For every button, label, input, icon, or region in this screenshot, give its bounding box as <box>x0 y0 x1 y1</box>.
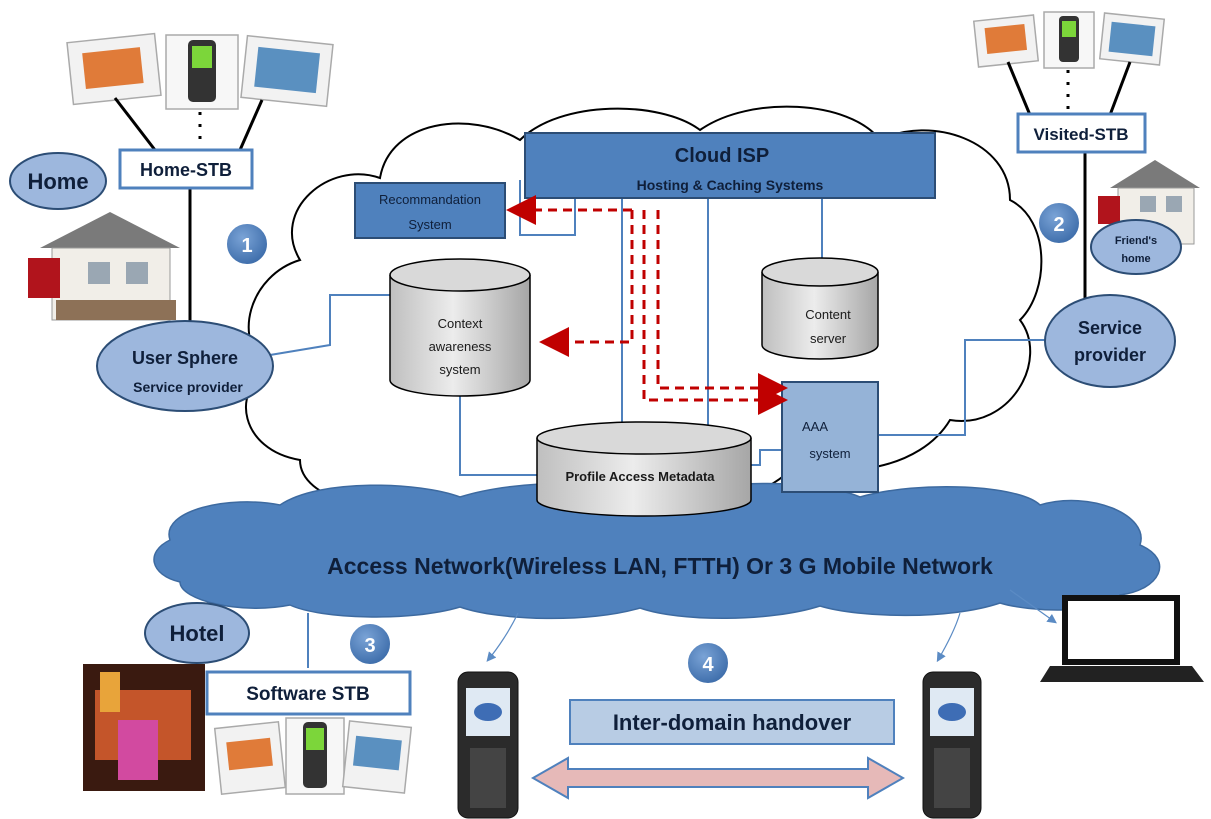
home-label: Home <box>27 169 88 194</box>
house-icon <box>28 212 180 321</box>
service-provider-line1: Service <box>1078 318 1142 338</box>
phone-device-icon <box>1043 11 1095 69</box>
tablet-icon <box>341 720 413 794</box>
home-stb-label: Home-STB <box>140 160 232 180</box>
context-label-line1: Context <box>438 316 483 331</box>
tv-icon <box>972 14 1040 68</box>
hotel-label: Hotel <box>170 621 225 646</box>
service-provider-ellipse: Service provider <box>1044 294 1176 388</box>
phone-device-icon <box>285 717 345 795</box>
marker-4-label: 4 <box>702 654 714 676</box>
dashed-flow-arrows <box>506 195 788 415</box>
context-label-line3: system <box>439 362 480 377</box>
aaa-system-box: AAA system <box>781 381 879 493</box>
marker-1-label: 1 <box>241 235 252 257</box>
software-stb-box: Software STB <box>205 670 412 716</box>
tv-icon <box>66 32 162 106</box>
marker-2-label: 2 <box>1053 214 1064 236</box>
friends-home-line2: home <box>1121 253 1150 265</box>
user-sphere-line1: User Sphere <box>132 348 238 368</box>
home-stb-box: Home-STB <box>118 148 254 190</box>
context-awareness-cylinder: Context awareness system <box>389 258 531 397</box>
hotel-label-ellipse: Hotel <box>144 602 250 664</box>
friends-home-line1: Friend's <box>1115 235 1157 247</box>
tv-icon <box>213 721 287 795</box>
recommendation-label-line2: System <box>408 217 451 232</box>
marker-3: 3 <box>348 622 392 666</box>
access-network-label: Access Network(Wireless LAN, FTTH) Or 3 … <box>327 553 993 579</box>
mobile-phone-right <box>922 671 982 819</box>
context-label-line2: awareness <box>429 339 492 354</box>
aaa-label-line2: system <box>809 446 850 461</box>
marker-3-label: 3 <box>364 635 375 657</box>
user-sphere-ellipse: User Sphere Service provider <box>96 320 274 412</box>
profile-metadata-label: Profile Access Metadata <box>565 469 715 484</box>
profile-metadata-cylinder: Profile Access Metadata <box>536 421 752 517</box>
handover-double-arrow <box>530 756 906 800</box>
visited-stb-label: Visited-STB <box>1033 125 1128 144</box>
tablet-icon <box>240 34 334 108</box>
access-network-cloud: Access Network(Wireless LAN, FTTH) Or 3 … <box>153 482 1161 620</box>
content-server-line2: server <box>810 331 847 346</box>
marker-4: 4 <box>686 641 730 685</box>
visited-stb-box: Visited-STB <box>1016 112 1147 154</box>
recommendation-system-box: Recommandation System <box>354 182 506 239</box>
wireless-arrows <box>486 589 1057 663</box>
cloud-isp-subtitle: Hosting & Caching Systems <box>637 177 824 193</box>
cloud-isp-box: Cloud ISP Hosting & Caching Systems <box>524 132 936 199</box>
software-stb-label: Software STB <box>246 684 370 705</box>
visited-devices <box>972 11 1166 300</box>
content-server-line1: Content <box>805 307 851 322</box>
hotel-photo <box>83 664 205 791</box>
user-sphere-line2: Service provider <box>133 379 243 395</box>
visited-device-links <box>1006 61 1132 300</box>
home-device-links <box>113 97 264 325</box>
laptop-icon <box>1040 595 1204 682</box>
service-provider-line2: provider <box>1074 345 1146 365</box>
mobile-phone-left <box>457 671 519 819</box>
marker-1: 1 <box>225 222 269 266</box>
recommendation-label-line1: Recommandation <box>379 192 481 207</box>
handover-label: Inter-domain handover <box>613 710 852 735</box>
phone-device-icon <box>165 34 239 110</box>
marker-2: 2 <box>1037 201 1081 245</box>
friends-home-ellipse: Friend's home <box>1090 219 1182 275</box>
content-server-cylinder: Content server <box>761 257 879 360</box>
cloud-isp-title: Cloud ISP <box>675 145 769 167</box>
tablet-icon <box>1098 12 1166 66</box>
handover-label-box: Inter-domain handover <box>569 699 895 745</box>
home-devices <box>66 32 334 325</box>
hotel-devices <box>213 717 413 795</box>
aaa-label-line1: AAA <box>802 419 828 434</box>
home-label-ellipse: Home <box>9 152 107 210</box>
